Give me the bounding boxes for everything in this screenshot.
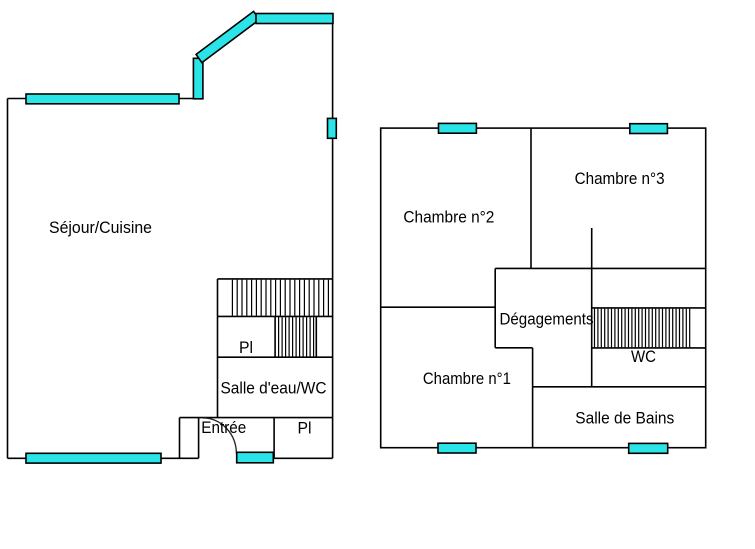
svg-text:Séjour/Cuisine: Séjour/Cuisine <box>49 219 152 237</box>
svg-text:Chambre n°2: Chambre n°2 <box>403 209 494 227</box>
svg-text:Pl: Pl <box>239 339 253 357</box>
svg-text:WC: WC <box>631 348 656 366</box>
svg-text:Entrée: Entrée <box>201 419 246 437</box>
svg-text:Chambre n°1: Chambre n°1 <box>423 370 511 388</box>
svg-text:Salle d'eau/WC: Salle d'eau/WC <box>221 380 327 398</box>
svg-text:Dégagements: Dégagements <box>500 311 594 329</box>
svg-text:Salle de Bains: Salle de Bains <box>575 410 674 428</box>
svg-text:Chambre n°3: Chambre n°3 <box>575 170 665 188</box>
svg-text:Pl: Pl <box>298 420 312 438</box>
